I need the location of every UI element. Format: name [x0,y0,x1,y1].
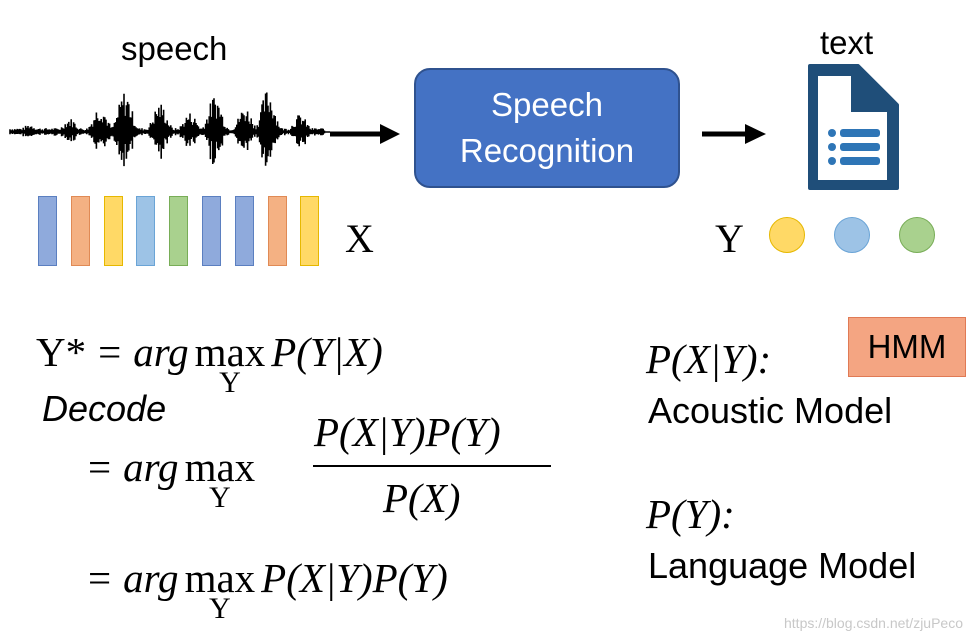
arrow-output [702,124,766,144]
waveform [9,92,330,167]
acoustic-term: P(X|Y): [646,336,772,382]
frame-2 [70,196,90,266]
frame-7 [234,196,254,266]
equals-sign: = [88,444,112,490]
y-label: Y [715,216,744,261]
recognizer-line-1: Speech [491,86,603,123]
text-label: text [820,24,874,61]
max-subscript: Y [209,592,231,625]
frame-9 [300,196,320,266]
max-text: max [194,329,266,375]
frame-5 [169,196,189,266]
max-subscript: Y [219,366,241,399]
watermark: https://blog.csdn.net/zjuPeco [784,615,963,631]
output-token-2 [834,217,870,253]
y-star: Y* [36,329,87,375]
decode-label: Decode [42,388,167,429]
frame-4 [136,196,156,266]
document-icon [808,64,899,190]
speech-recognition-box: Speech Recognition [414,68,680,188]
output-token-1 [769,217,805,253]
equals-sign: = [98,329,122,375]
max-subscript: Y [209,481,231,514]
arrow-input [330,124,400,144]
recognizer-line-2: Recognition [459,132,635,169]
speech-label: speech [121,30,228,67]
arg-text: arg [133,329,189,375]
equals-sign: = [88,555,112,601]
frame-6 [202,196,221,266]
language-term: P(Y): [646,491,735,537]
frame-1 [38,196,57,266]
fraction-numerator: P(X|Y)P(Y) [314,409,501,455]
language-model-label: Language Model [648,545,917,586]
arg-text: arg [123,555,179,601]
arg-text: arg [123,444,179,490]
output-token-3 [899,217,935,253]
likelihood-prior: P(X|Y)P(Y) [261,555,448,601]
waveform-trace [9,92,326,167]
fraction-denominator: P(X) [383,475,461,521]
max-text: max [184,555,256,601]
posterior: P(Y|X) [271,329,383,375]
max-text: max [184,444,256,490]
fraction-bar [313,465,551,467]
frame-8 [267,196,287,266]
acoustic-model-label: Acoustic Model [648,390,893,431]
frame-3 [103,196,123,266]
flow-graphics [9,64,899,190]
x-label: X [345,216,374,261]
hmm-badge: HMM [848,317,966,377]
